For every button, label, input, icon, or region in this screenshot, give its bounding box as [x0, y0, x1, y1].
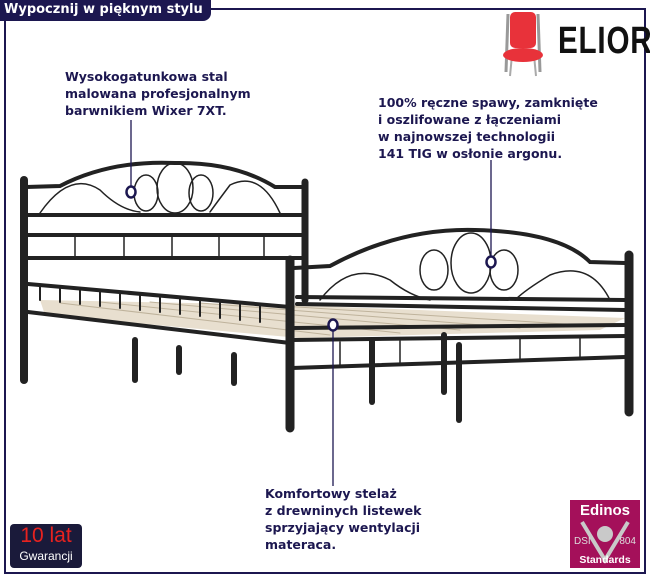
chair-icon — [503, 12, 543, 77]
warranty-badge: 10 lat Gwarancji — [10, 524, 82, 568]
annotation-slats: Komfortowy stelaż z drewninych listewek … — [265, 485, 421, 553]
annotation-welds: 100% ręczne spawy, zamknięte i oszlifowa… — [378, 94, 598, 162]
page-title: Wypocznij w pięknym stylu — [0, 0, 211, 21]
certificate-label: Standards — [579, 554, 631, 566]
annotation-line: 141 TIG w osłonie argonu. — [378, 146, 563, 161]
brand-logo: ELIOR — [558, 20, 650, 62]
warranty-label: Gwarancji — [19, 549, 73, 563]
warranty-years: 10 lat — [20, 524, 72, 547]
certificate-brand: Edinos — [579, 502, 630, 519]
checkmark-icon — [580, 520, 630, 564]
annotation-line: Wysokogatunkowa stal — [65, 69, 228, 84]
annotation-line: z drewninych listewek — [265, 503, 422, 518]
annotation-line: malowana profesjonalnym — [65, 86, 251, 101]
annotation-line: sprzyjający wentylacji — [265, 520, 421, 535]
certificate-badge: Edinos DSI 804 Standards — [570, 500, 640, 568]
annotation-steel: Wysokogatunkowa stal malowana profesjona… — [65, 68, 251, 119]
annotation-line: w najnowszej technologii — [378, 129, 556, 144]
border-frame — [4, 8, 646, 574]
annotation-line: 100% ręczne spawy, zamknięte — [378, 95, 598, 110]
certificate-code-right: 804 — [619, 536, 636, 547]
certificate-code-left: DSI — [574, 536, 591, 547]
pointer-dot — [125, 185, 137, 199]
pointer-dot — [485, 255, 497, 269]
annotation-line: materaca. — [265, 537, 337, 552]
annotation-line: barwnikiem Wixer 7XT. — [65, 103, 227, 118]
annotation-line: i oszlifowane z łączeniami — [378, 112, 562, 127]
annotation-line: Komfortowy stelaż — [265, 486, 397, 501]
pointer-dot — [327, 318, 339, 332]
